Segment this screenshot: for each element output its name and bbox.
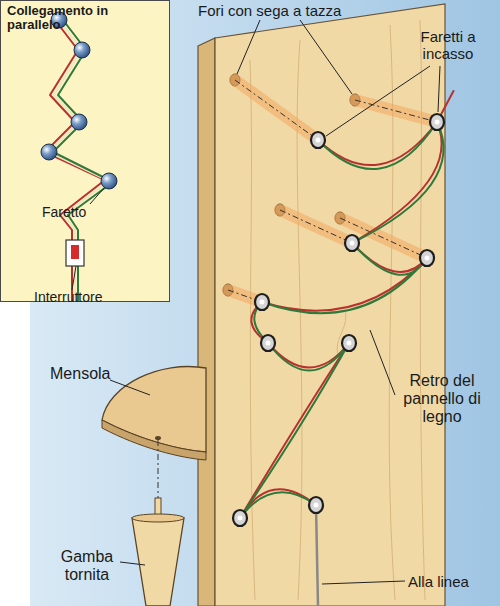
recessed-spotlight (233, 114, 444, 526)
inset-background (0, 0, 170, 302)
wood-panel (215, 4, 445, 606)
part-label: Alla linea (408, 573, 498, 590)
dowel-hole (155, 436, 161, 440)
spotlight-lens (238, 120, 440, 521)
wire-pair (240, 91, 454, 518)
shelf (102, 367, 206, 452)
part-label: Faretti a incasso (398, 28, 498, 62)
hole-saw-hole (223, 74, 360, 296)
wire-bundle (45, 20, 113, 302)
leader-line (72, 20, 440, 584)
switch-toggle (71, 245, 79, 259)
part-label: Fori con sega a tazza (198, 2, 398, 19)
turned-leg (132, 518, 184, 606)
supply-cable (316, 505, 318, 606)
spotlight-symbol (41, 12, 117, 189)
inset-heading: Collegamento in parallelo (7, 4, 127, 32)
part-label: Retro del pannello di legno (384, 372, 500, 426)
leg-top (132, 514, 184, 522)
part-label: Gamba tornita (52, 548, 122, 584)
dowel (155, 498, 161, 516)
switch-symbol (66, 240, 84, 266)
center-line (228, 80, 437, 302)
inset-box: Collegamento in parallelo (0, 0, 170, 302)
part-label: Mensola (50, 365, 130, 383)
shelf-edge (102, 420, 206, 460)
part-label: Interruttore (34, 289, 144, 305)
panel-edge (198, 38, 215, 606)
part-label: Faretto (42, 204, 112, 220)
center-line (158, 440, 159, 498)
light-beam (228, 80, 437, 302)
